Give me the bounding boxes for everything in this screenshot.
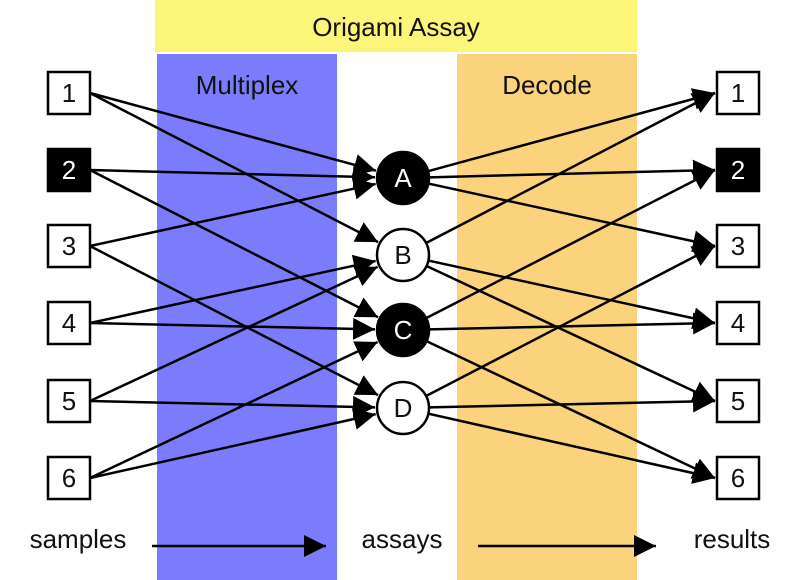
assay-label: C (394, 315, 413, 345)
sample-box (46, 70, 92, 116)
result-node-2: 2 (715, 147, 761, 193)
result-label: 2 (731, 155, 745, 185)
edge-assay-B-to-result-5 (426, 264, 716, 403)
footer-assays-label: assays (362, 524, 443, 554)
result-node-3: 3 (715, 223, 761, 269)
nodes-layer: 1 2 3 4 5 6 1 2 3 4 5 6 A B C D (46, 70, 761, 501)
assay-label: D (394, 393, 413, 423)
sample-label: 2 (62, 155, 76, 185)
sample-box (46, 300, 92, 346)
edge-assay-D-to-result-5 (428, 390, 716, 413)
sample-node-3: 3 (46, 223, 92, 269)
sample-box (46, 223, 92, 269)
title-band (155, 0, 637, 52)
result-label: 1 (731, 78, 745, 108)
edge-assay-C-to-result-4 (428, 312, 716, 335)
assay-circle (375, 302, 431, 358)
edge-sample-2-to-assay-C (89, 168, 379, 319)
decode-label: Decode (502, 70, 592, 100)
edge-assay-C-to-result-6 (425, 340, 716, 480)
edge-sample-5-to-assay-B (89, 265, 379, 403)
result-box (715, 70, 761, 116)
diagram-title: Origami Assay (312, 12, 480, 42)
assay-label: A (394, 163, 412, 193)
sample-label: 3 (62, 231, 76, 261)
result-label: 5 (731, 386, 745, 416)
result-box (715, 378, 761, 424)
assay-node-A: A (375, 150, 431, 206)
edge-assay-B-to-result-1 (425, 91, 716, 245)
result-box (715, 223, 761, 269)
sample-box (46, 147, 92, 193)
edges-layer (89, 88, 716, 484)
edge-assay-C-to-result-2 (425, 168, 716, 320)
edge-sample-3-to-assay-D (89, 244, 379, 397)
result-node-5: 5 (715, 378, 761, 424)
edge-assay-D-to-result-6 (428, 412, 716, 484)
result-box (715, 300, 761, 346)
sample-label: 1 (62, 78, 76, 108)
sample-node-2: 2 (46, 147, 92, 193)
edge-sample-2-to-assay-A (89, 165, 376, 188)
multiplex-band (157, 54, 337, 580)
assay-node-B: B (375, 227, 431, 283)
sample-label: 5 (62, 386, 76, 416)
result-label: 3 (731, 231, 745, 261)
sample-label: 6 (62, 463, 76, 493)
footer-samples-label: samples (30, 524, 127, 554)
edge-sample-4-to-assay-B (89, 254, 376, 325)
assay-label: B (394, 240, 411, 270)
edge-sample-1-to-assay-B (89, 91, 379, 244)
edge-assay-B-to-result-4 (428, 259, 716, 330)
sample-node-4: 4 (46, 300, 92, 346)
result-box (715, 147, 761, 193)
footer-results-label: results (694, 524, 771, 554)
edge-sample-6-to-assay-C (89, 340, 379, 480)
multiplex-label: Multiplex (196, 70, 299, 100)
result-node-1: 1 (715, 70, 761, 116)
edge-sample-6-to-assay-D (89, 408, 376, 480)
edge-sample-4-to-assay-C (89, 317, 376, 340)
result-box (715, 455, 761, 501)
sample-box (46, 378, 92, 424)
assay-circle (375, 380, 431, 436)
sample-node-1: 1 (46, 70, 92, 116)
edge-assay-A-to-result-3 (428, 182, 716, 253)
result-node-6: 6 (715, 455, 761, 501)
edge-assay-A-to-result-1 (427, 88, 716, 173)
assay-node-D: D (375, 380, 431, 436)
result-node-4: 4 (715, 300, 761, 346)
assay-node-C: C (375, 302, 431, 358)
sample-box (46, 455, 92, 501)
sample-label: 4 (62, 308, 76, 338)
edge-assay-D-to-result-3 (425, 244, 716, 398)
edge-assay-A-to-result-2 (428, 159, 716, 182)
edge-sample-1-to-assay-A (89, 91, 377, 176)
edge-sample-5-to-assay-D (89, 395, 376, 418)
sample-node-6: 6 (46, 455, 92, 501)
result-label: 4 (731, 308, 745, 338)
assay-circle (375, 150, 431, 206)
decode-band (457, 54, 637, 580)
sample-node-5: 5 (46, 378, 92, 424)
edge-sample-3-to-assay-A (89, 177, 376, 248)
assay-circle (375, 227, 431, 283)
result-label: 6 (731, 463, 745, 493)
